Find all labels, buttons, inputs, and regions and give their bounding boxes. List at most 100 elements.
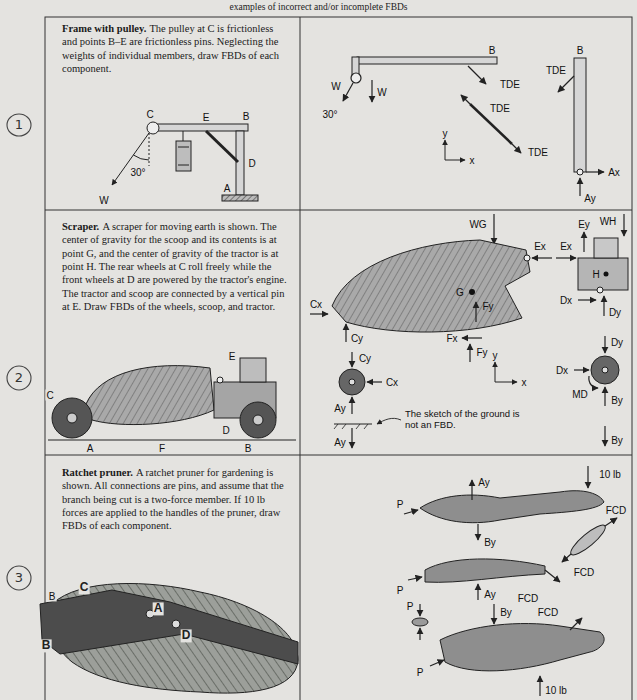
force-or-point-label: C xyxy=(45,390,54,401)
force-or-point-label: Ay xyxy=(483,589,497,600)
frame-fbd-part xyxy=(579,178,580,196)
scraper-sketch-part xyxy=(52,398,92,438)
frame-sketch-part xyxy=(236,131,244,195)
problem-statement: Frame with pulley.The pulley at C is fri… xyxy=(62,22,290,75)
point-label: Fy xyxy=(481,301,494,312)
pruner-fbd-part xyxy=(545,570,560,582)
force-or-point-label: FCD xyxy=(517,593,540,604)
force-or-point-label: D xyxy=(247,158,256,169)
force-or-point-label: Ex xyxy=(533,241,547,252)
frame-fbd-part xyxy=(352,57,359,75)
force-or-point-label: Dy xyxy=(608,307,622,318)
circled-number-ring-part xyxy=(7,366,31,390)
force-or-point-label: 10 lb xyxy=(598,469,622,480)
scraper-fbd-part xyxy=(332,240,530,332)
force-or-point-label: Ay xyxy=(333,437,347,448)
scraper-fbd-part xyxy=(334,424,368,429)
force-or-point-label: Cy xyxy=(358,353,372,364)
scraper-fbd-part xyxy=(594,238,618,258)
problem-heading: Ratchet pruner. xyxy=(62,467,133,478)
force-or-point-label: By xyxy=(610,395,624,406)
pruner-sketch-part xyxy=(40,590,298,664)
force-or-point-label: Ey xyxy=(577,219,591,230)
force-or-point-label: MD xyxy=(571,389,589,400)
scraper-fbd-part xyxy=(532,257,552,258)
scraper-fbd-part xyxy=(583,232,584,252)
force-or-point-label: 10 lb xyxy=(544,685,568,696)
scraper-sketch-part xyxy=(240,358,266,382)
scraper-fbd-part xyxy=(475,302,476,322)
scraper-sketch-part xyxy=(48,440,296,441)
circled-number-ring-part xyxy=(7,114,31,136)
force-or-point-label: By xyxy=(610,435,624,446)
scraper-fbd xyxy=(310,214,628,448)
force-or-point-label: D xyxy=(221,425,230,436)
frame-sketch xyxy=(112,122,258,201)
frame-sketch-part xyxy=(149,133,150,166)
table-grid-part xyxy=(300,17,301,700)
force-or-point-label: y xyxy=(442,128,449,139)
pruner-fbd-part xyxy=(493,604,494,624)
scraper-fbd-part xyxy=(604,272,609,277)
force-or-point-label: 30° xyxy=(321,109,338,120)
force-or-point-label: Cx xyxy=(309,299,323,310)
frame-fbd-part xyxy=(577,169,583,175)
scraper-sketch-part xyxy=(86,366,214,425)
force-or-point-label: WH xyxy=(599,216,618,227)
force-or-point-label: W xyxy=(330,81,341,92)
force-or-point-label: FCD xyxy=(537,607,560,618)
force-or-point-label: y xyxy=(492,350,499,361)
pruner-fbd-part xyxy=(419,628,420,640)
scraper-fbd-part xyxy=(495,362,496,382)
pruner-fbd-part xyxy=(567,521,608,558)
circled-number-ring-part xyxy=(7,566,31,590)
scraper-sketch-part xyxy=(67,413,77,423)
force-or-point-label: C xyxy=(145,109,154,120)
frame-fbd-part xyxy=(357,57,497,64)
frame-sketch-part xyxy=(206,131,238,162)
scraper-fbd-part xyxy=(602,367,608,373)
force-or-point-label: A xyxy=(223,183,232,194)
force-or-point-label: A xyxy=(86,443,95,454)
frame-fbd-part xyxy=(371,80,372,102)
scraper-fbd-part xyxy=(334,424,372,425)
force-or-point-label: E xyxy=(228,351,237,362)
pruner-fbd-part xyxy=(587,466,588,488)
point-label: C xyxy=(79,581,90,594)
frame-sketch-part xyxy=(147,122,159,134)
force-or-point-label: Ay xyxy=(333,403,347,414)
pruner-fbd-part xyxy=(412,618,428,626)
scraper-fbd-part xyxy=(578,299,596,300)
scraper-fbd-part xyxy=(603,296,604,316)
force-or-point-label: Dy xyxy=(610,337,624,348)
pruner-fbd-part xyxy=(430,660,444,666)
scraper-sketch xyxy=(48,358,296,440)
scraper-sketch-part xyxy=(217,377,223,383)
scraper-sketch-part xyxy=(253,415,263,425)
frame-sketch-part xyxy=(183,131,184,141)
scraper-fbd-part xyxy=(578,258,628,290)
frame-fbd xyxy=(343,57,604,196)
force-or-point-label: Dx xyxy=(555,365,569,376)
force-or-point-label: W xyxy=(376,87,387,98)
pruner-fbd-part xyxy=(570,618,582,630)
frame-fbd-part xyxy=(574,58,586,172)
frame-fbd-part xyxy=(445,160,465,161)
callout-number: 2 xyxy=(14,371,24,385)
point-label: H xyxy=(591,269,600,280)
force-or-point-label: P xyxy=(406,601,415,612)
scraper-fbd-part xyxy=(469,289,475,295)
pruner-fbd-part xyxy=(440,624,604,671)
force-or-point-label: Ax xyxy=(607,167,621,178)
frame-sketch-part xyxy=(178,147,189,148)
pruner-sketch xyxy=(40,583,298,693)
scraper-fbd-part xyxy=(351,352,352,367)
problem-text: A scraper for moving earth is shown. The… xyxy=(62,221,287,312)
circled-number-ring xyxy=(7,114,31,590)
frame-fbd-part xyxy=(343,83,353,101)
force-or-point-label: Dx xyxy=(559,295,573,306)
frame-fbd-part xyxy=(558,76,574,92)
point-label: G xyxy=(455,287,465,298)
problem-heading: Scraper. xyxy=(62,221,99,232)
